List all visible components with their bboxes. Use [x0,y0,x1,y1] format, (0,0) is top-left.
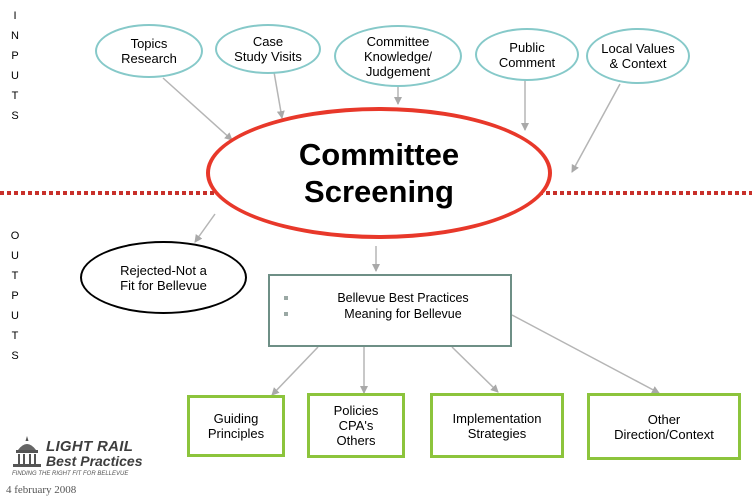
outputs-letter: P [11,290,19,302]
presentation-date: 4 february 2008 [6,484,77,496]
input-committee-knowledge: Committee Knowledge/ Judgement [334,25,462,87]
inputs-letter: N [11,30,19,42]
best-practices-list: Bellevue Best Practices Meaning for Bell… [282,290,510,322]
best-practices-box: Bellevue Best Practices Meaning for Bell… [268,274,512,347]
input-local-values: Local Values & Context [586,28,690,84]
inputs-letter: U [11,70,19,82]
best-practices-bullet: Meaning for Bellevue [282,306,510,322]
input-label: Topics Research [121,36,177,66]
output-other-direction: Other Direction/Context [587,393,741,460]
light-rail-logo: LIGHT RAIL Best Practices FINDING THE RI… [8,434,148,482]
arrow-screening-to-rejected [194,213,216,243]
inputs-letter: P [11,50,19,62]
output-label: Other Direction/Context [614,411,714,442]
output-implementation-strategies: Implementation Strategies [430,393,564,458]
arrow-practices-to-other [511,314,660,394]
output-policies: Policies CPA's Others [307,393,405,458]
outputs-letter: U [11,310,19,322]
inputs-letter: I [13,10,17,22]
logo-tagline: FINDING THE RIGHT FIT FOR BELLEVUE [12,471,129,477]
output-label: Guiding Principles [207,411,265,441]
outputs-side-label: O U T P U T S [8,226,22,366]
outputs-letter: O [10,230,20,242]
outputs-letter: T [11,270,19,282]
inputs-side-label: I N P U T S [8,6,22,126]
inputs-letter: T [11,90,19,102]
logo-title: LIGHT RAIL [46,438,134,455]
inputs-letter: S [11,110,19,122]
outputs-letter: T [11,330,19,342]
input-public-comment: Public Comment [475,28,579,81]
logo-subtitle: Best Practices [46,453,143,469]
rejected-node: Rejected-Not a Fit for Bellevue [80,241,247,314]
arrow-local-to-screening [571,83,621,173]
input-topics-research: Topics Research [95,24,203,78]
output-label: Policies CPA's Others [333,403,379,448]
input-label: Committee Knowledge/ Judgement [364,33,432,79]
input-label: Local Values & Context [601,41,675,71]
best-practices-bullet: Bellevue Best Practices [282,290,510,306]
outputs-letter: S [11,350,19,362]
arrow-practices-to-implementation [451,346,499,393]
output-label: Implementation Strategies [452,410,542,441]
rejected-label: Rejected-Not a Fit for Bellevue [120,262,207,293]
outputs-letter: U [11,250,19,262]
input-label: Case Study Visits [234,34,302,64]
building-dome-icon [13,436,41,467]
committee-screening-node: Committee Screening [206,107,552,239]
arrow-practices-to-guiding [271,346,319,396]
arrow-case-to-screening [273,71,285,119]
screening-label: Committee Screening [298,137,460,209]
input-label: Public Comment [498,39,556,70]
input-case-study-visits: Case Study Visits [215,24,321,74]
arrow-topics-to-screening [162,77,233,141]
output-guiding-principles: Guiding Principles [187,395,285,457]
